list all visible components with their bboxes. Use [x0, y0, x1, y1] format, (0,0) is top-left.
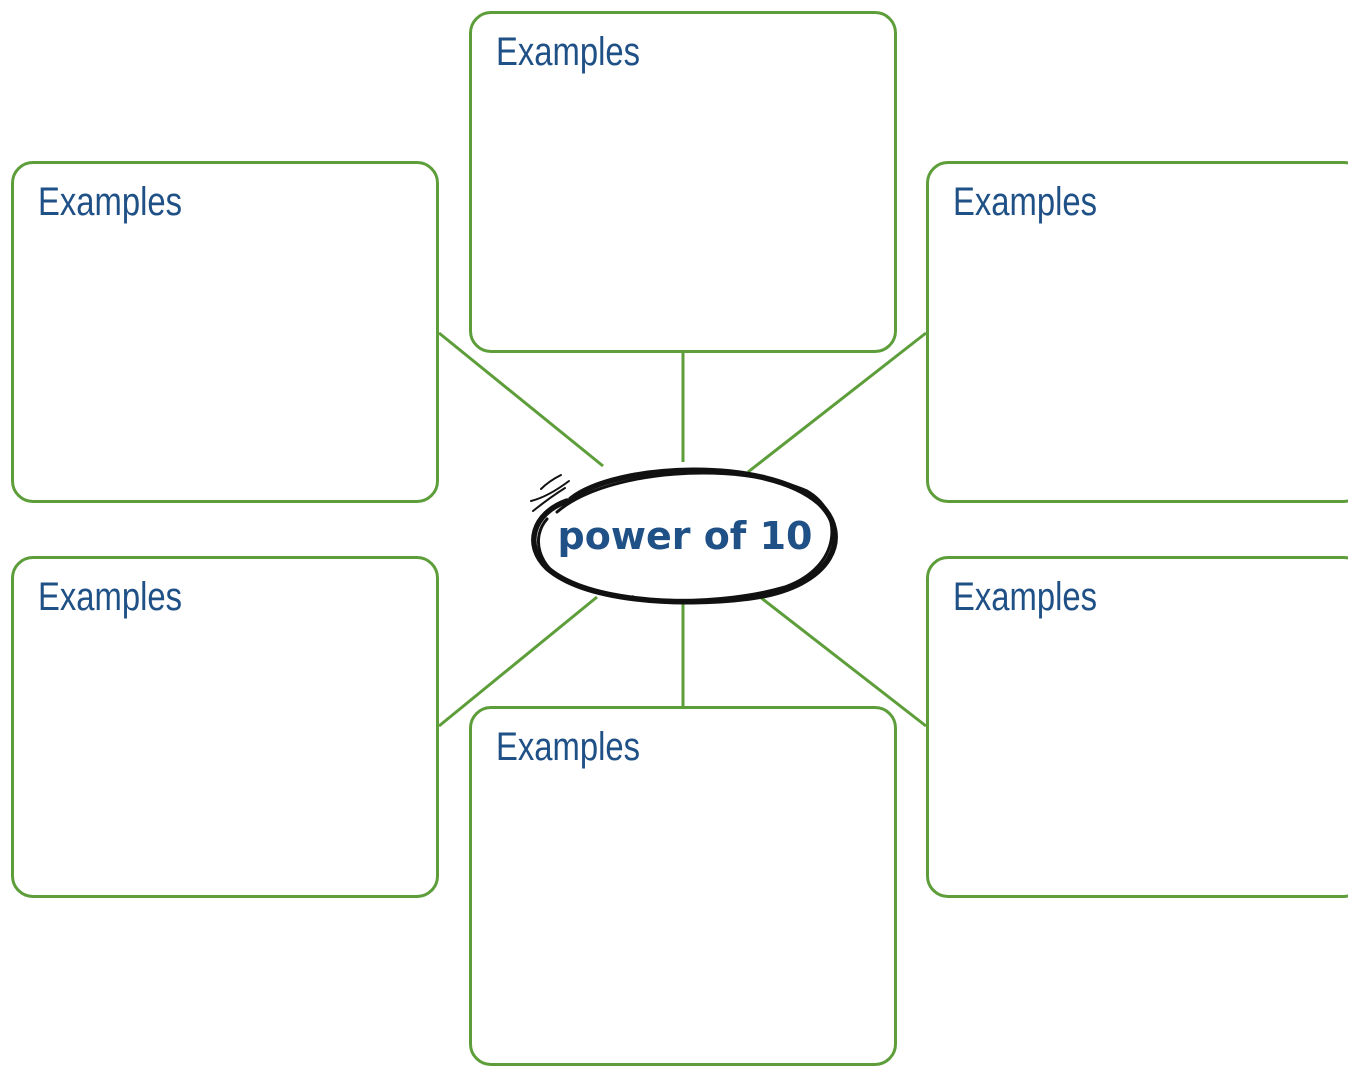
examples-box-bottom[interactable]: Examples	[469, 706, 897, 1066]
examples-label: Examples	[38, 575, 183, 619]
examples-box-lower-left[interactable]: Examples	[11, 556, 439, 898]
examples-label: Examples	[496, 725, 641, 769]
examples-box-top[interactable]: Examples	[469, 11, 897, 353]
center-concept-label: power of 10	[557, 514, 813, 558]
examples-box-upper-left[interactable]: Examples	[11, 161, 439, 503]
examples-box-lower-right[interactable]: Examples	[926, 556, 1348, 898]
examples-label: Examples	[953, 575, 1098, 619]
examples-box-upper-right[interactable]: Examples	[926, 161, 1348, 503]
examples-label: Examples	[496, 30, 641, 74]
connector-upper-right	[747, 331, 927, 474]
examples-label: Examples	[953, 180, 1098, 224]
center-concept: power of 10	[527, 455, 847, 610]
hand-drawn-ellipse	[530, 467, 838, 605]
connector-lower-right	[759, 595, 927, 728]
connector-upper-left	[438, 331, 604, 468]
examples-label: Examples	[38, 180, 183, 224]
connector-lower-left	[438, 595, 598, 728]
